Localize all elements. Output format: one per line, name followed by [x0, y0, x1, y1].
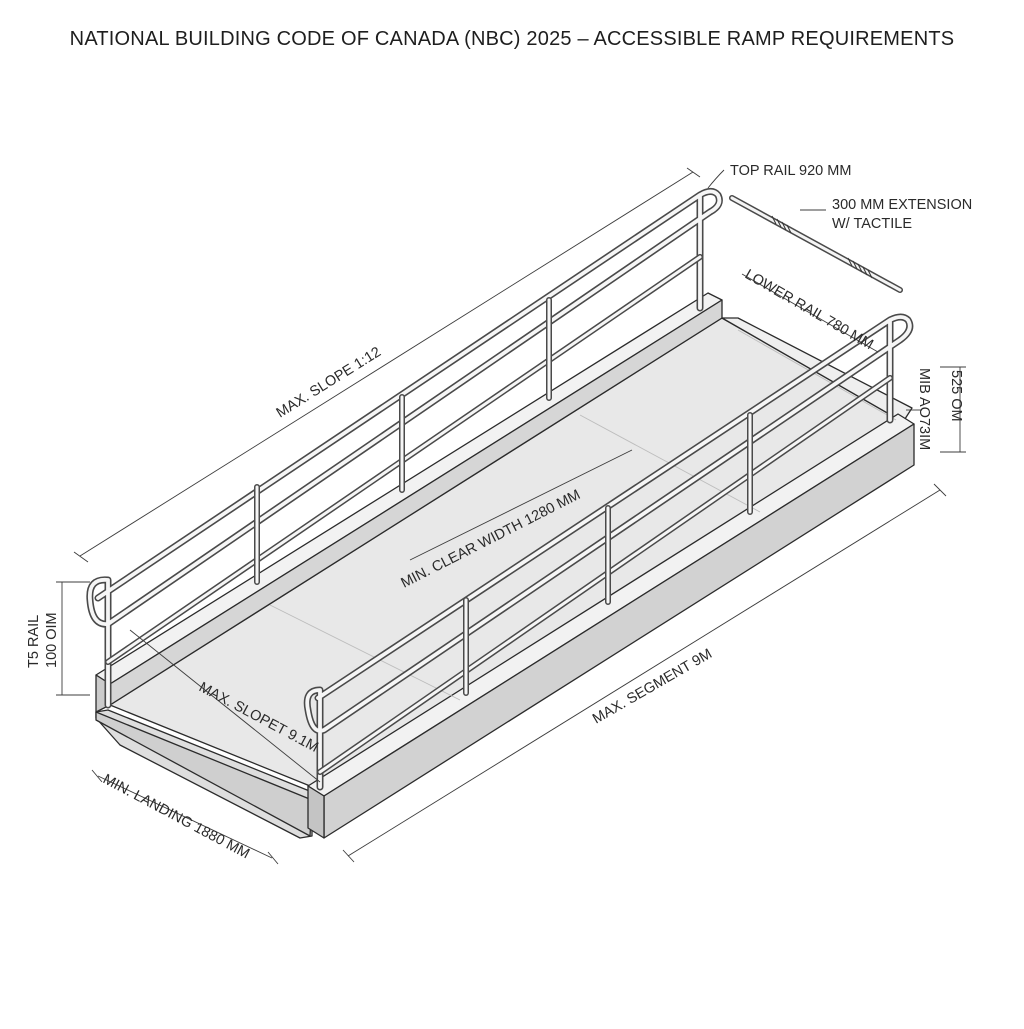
diagram-title: NATIONAL BUILDING CODE OF CANADA (NBC) 2… — [69, 28, 955, 50]
label-top-rail: TOP RAIL 920 MM — [730, 163, 851, 179]
label-max-slope-top: MAX. SLOPE 1:12 — [274, 344, 384, 421]
tactile-extension-bar — [729, 195, 903, 293]
label-left-dim-line2: 100 OIM — [44, 612, 60, 668]
label-extension-line2: W/ TACTILE — [832, 216, 912, 232]
dimension-lines — [56, 167, 966, 865]
landing-apron-edge — [95, 711, 313, 837]
label-left-dim-line1: T5 RAIL — [26, 615, 42, 668]
label-right-dim-b: MIB AO73IM — [916, 368, 932, 450]
left-rail-posts — [254, 297, 552, 585]
left-handrail — [86, 188, 723, 709]
right-handrail — [303, 313, 914, 791]
label-extension-line1: 300 MM EXTENSION — [832, 197, 972, 213]
right-curb-end — [307, 785, 325, 839]
ramp-body — [95, 292, 915, 839]
right-rail-posts — [463, 412, 753, 696]
label-right-dim-a: 525 OM — [948, 370, 964, 422]
